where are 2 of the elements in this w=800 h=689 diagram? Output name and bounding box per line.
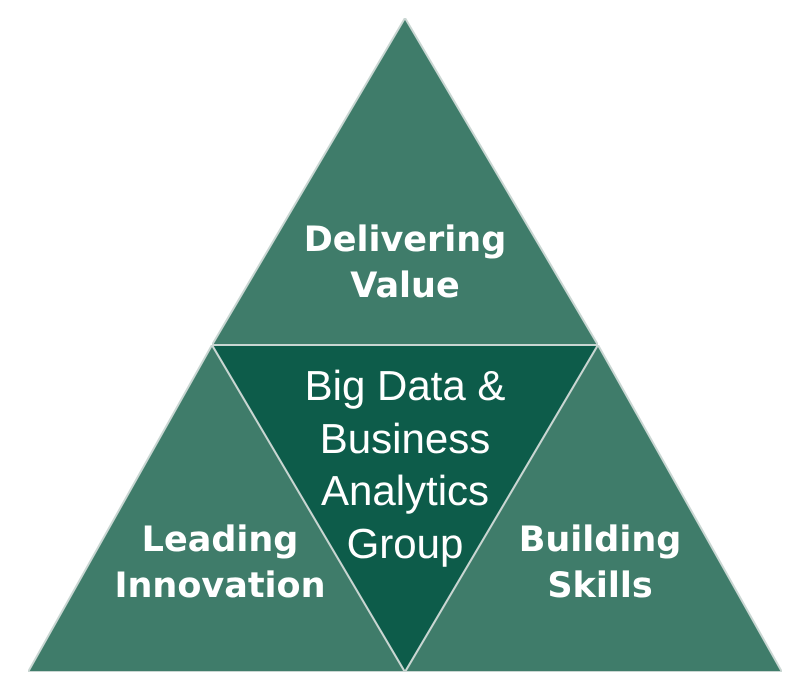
section-label: Delivering Value — [302, 219, 508, 308]
section-label: Building Skills — [518, 519, 682, 608]
